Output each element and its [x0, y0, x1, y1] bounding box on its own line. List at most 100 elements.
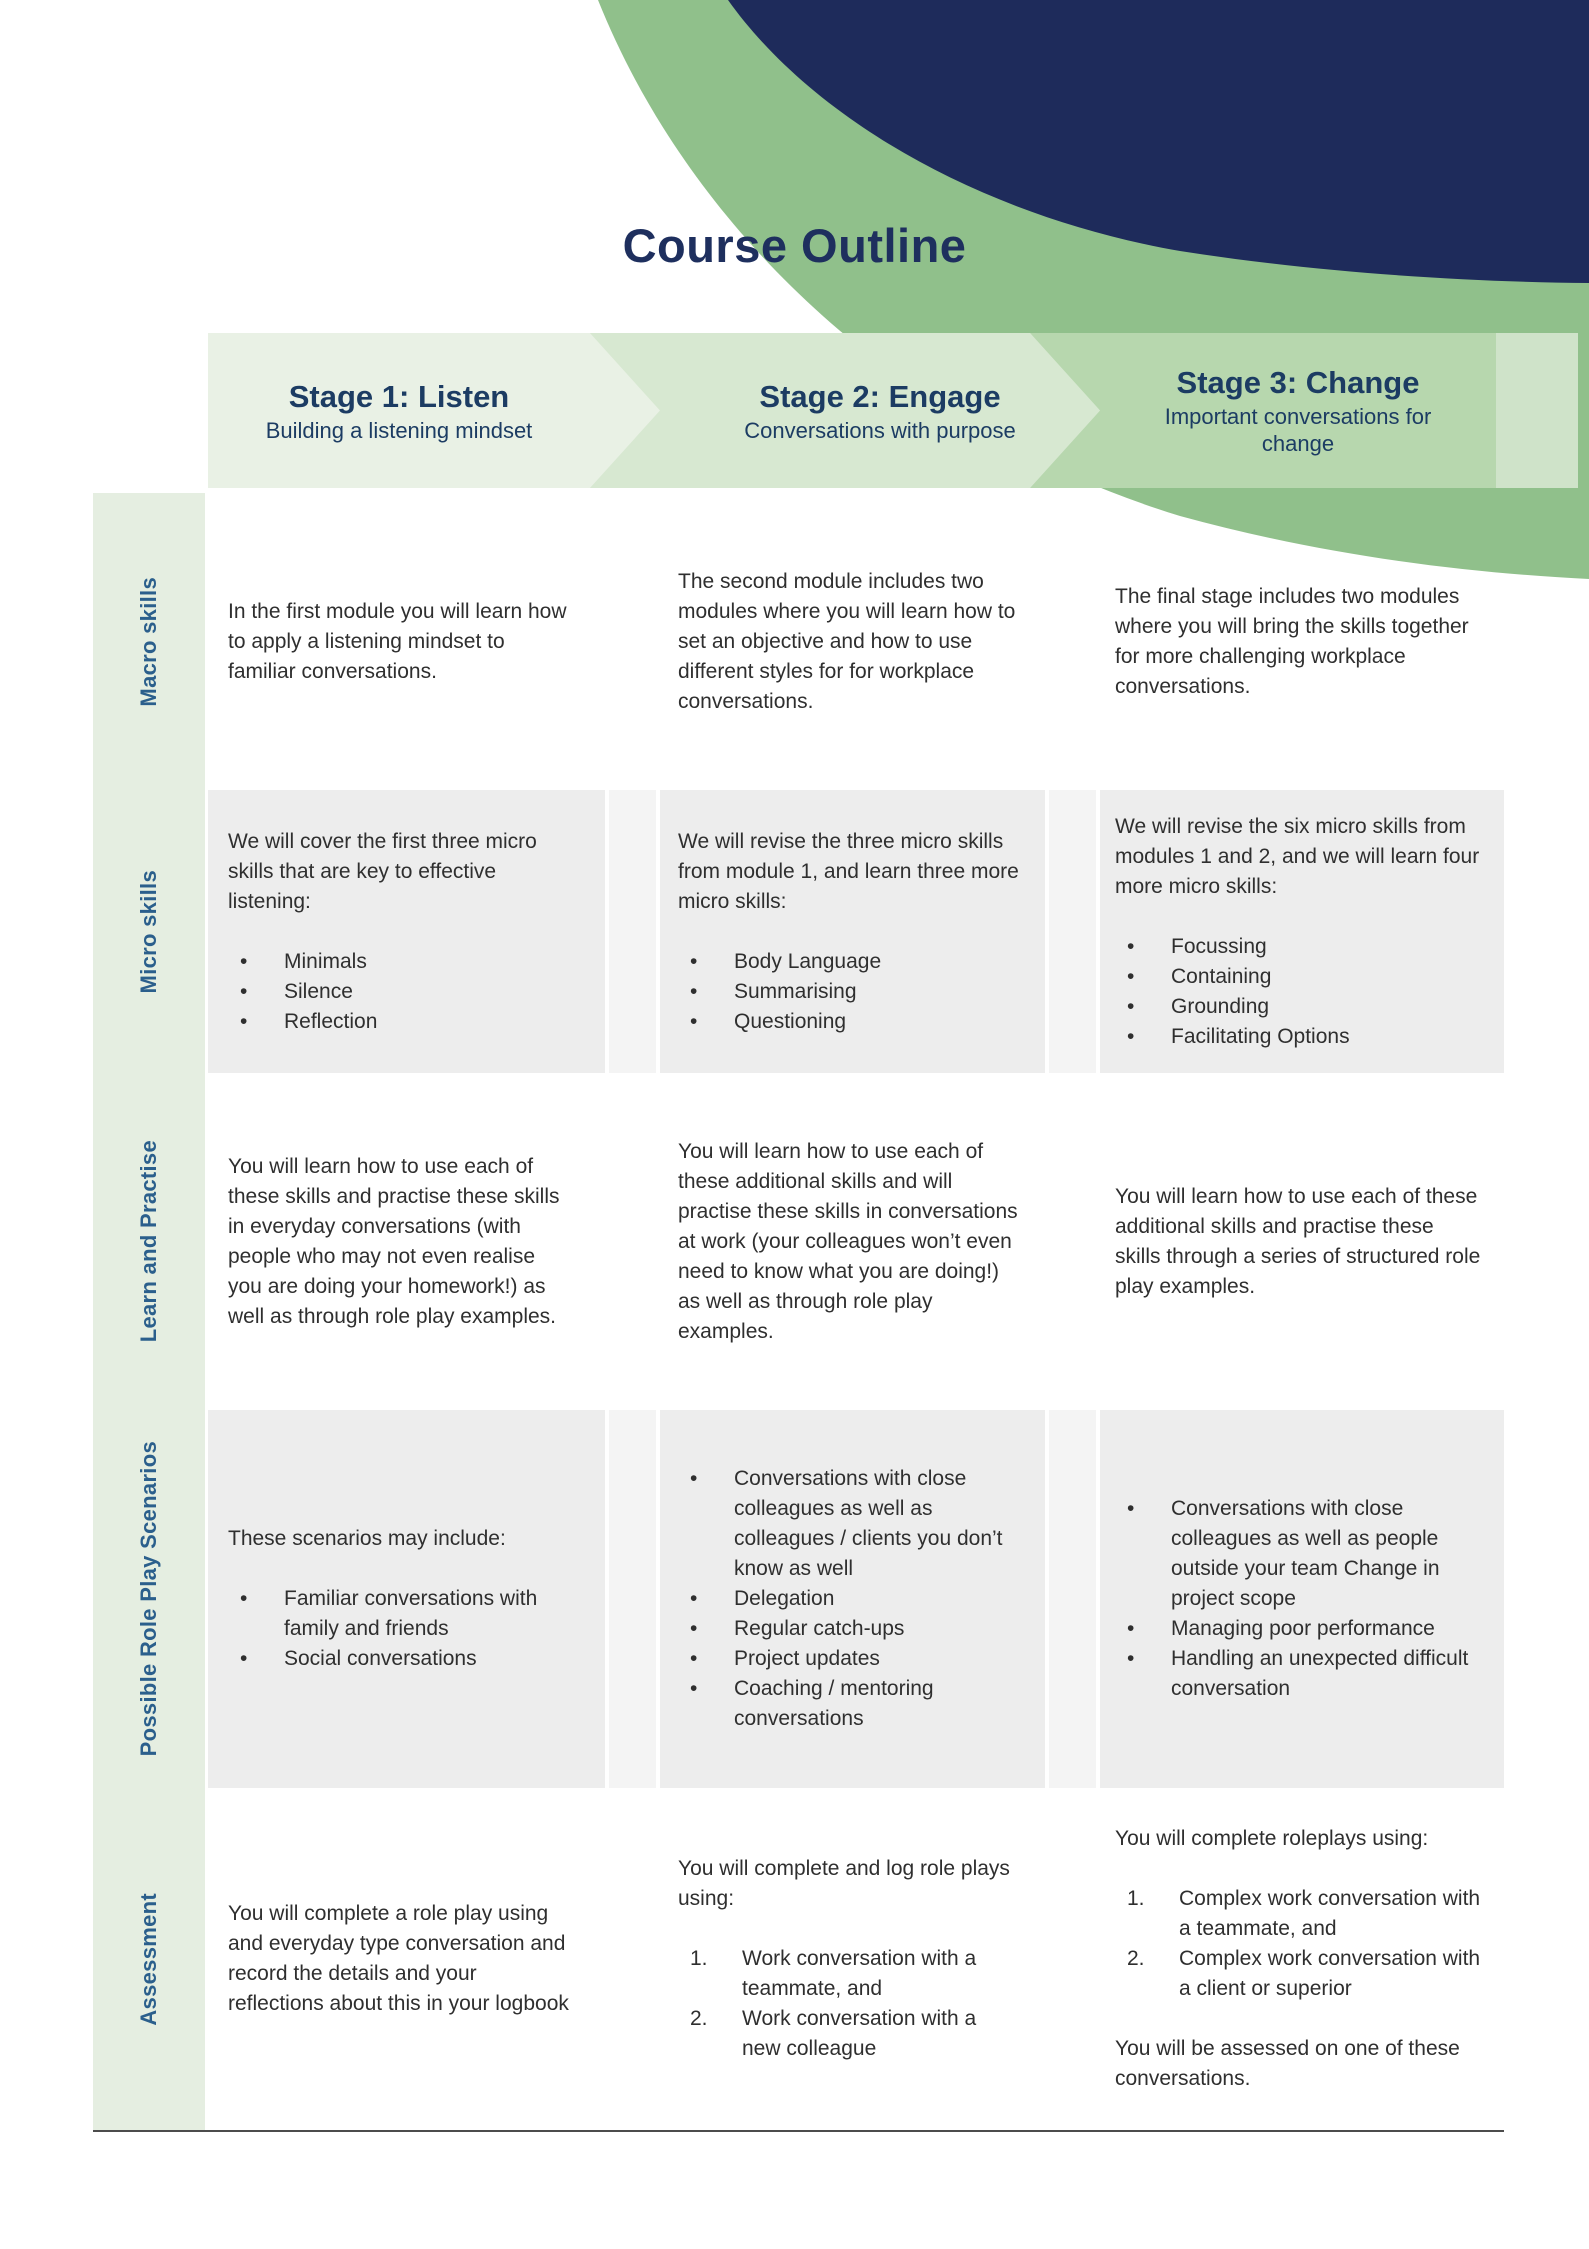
bullet-dot: • [690, 1677, 698, 1700]
item-number: 2. [690, 2007, 708, 2030]
bullet-item: • Body Language [690, 947, 1019, 977]
bullet-dot: • [240, 1647, 248, 1670]
row-label-cell: Macro skills [93, 493, 208, 790]
numbered-item: 2.Work conversation with a new colleague [690, 2004, 1019, 2064]
bullet-text: Reflection [284, 1009, 378, 1033]
table-row: Micro skills We will cover the first thre… [93, 790, 1504, 1073]
cell-paragraph: We will cover the first three micro skil… [228, 829, 537, 913]
stage-1-header: Stage 1: Listen Building a listening min… [208, 333, 660, 488]
column-gutter [605, 1788, 660, 2130]
stage-1-subtitle: Building a listening mindset [265, 417, 533, 443]
cell-content: We will cover the first three micro skil… [208, 809, 605, 1055]
bullet-dot: • [240, 1587, 248, 1610]
table-cell: You will complete roleplays using:1.Comp… [1100, 1788, 1504, 2130]
bullet-text: Project updates [734, 1647, 880, 1670]
row-label: Macro skills [136, 576, 161, 707]
column-gutter [605, 1073, 660, 1410]
numbered-item: 2.Complex work conversation with a clien… [1127, 1944, 1484, 2004]
bullet-item: •Questioning [690, 1007, 1019, 1037]
table-cell: • Conversations with close colleagues as … [1100, 1410, 1504, 1788]
page-title: Course Outline [622, 219, 967, 272]
table-cell: You will learn how to use each of these … [1100, 1073, 1504, 1410]
bullet-item: • Conversations with close colleagues as … [1127, 1494, 1484, 1614]
bullet-item: •Summarising [690, 977, 1019, 1007]
stage-2-subtitle: Conversations with purpose [744, 417, 1016, 443]
bullet-dot: • [1127, 1647, 1135, 1670]
stage-2-title: Stage 2: Engage [759, 378, 1001, 414]
cell-paragraph: You will complete and log role plays usi… [678, 1857, 1010, 1910]
bullet-text: Body Language [734, 949, 882, 973]
column-gutter [605, 790, 660, 1073]
bullet-text: Regular catch-ups [734, 1617, 905, 1640]
bullet-text: Conversations with close colleagues as w… [1171, 1497, 1440, 1610]
table-row: Macro skills In the first module you will… [93, 493, 1504, 790]
bullet-list: • Body Language •Summarising•Questioning [678, 947, 1019, 1037]
table-cell: The final stage includes two modules whe… [1100, 493, 1504, 790]
cell-content: We will revise the six micro skills from… [1100, 794, 1504, 1070]
bullet-list: • Conversations with close colleagues as … [1115, 1494, 1484, 1704]
stage-header-band: Stage 3: Change Important conversations … [208, 333, 1578, 488]
cell-content: These scenarios may include:•Familiar co… [208, 1506, 605, 1692]
cell-content: • Conversations with close colleagues as … [1100, 1476, 1504, 1722]
bullet-text: Silence [284, 979, 353, 1003]
row-label: Learn and Practise [136, 1140, 161, 1343]
bullet-item: • Reflection [240, 1007, 571, 1037]
bullet-dot: • [240, 1009, 248, 1033]
cell-content: We will revise the three micro skills fr… [660, 809, 1045, 1055]
bullet-text: Coaching / mentoring conversations [734, 1677, 934, 1730]
cell-paragraph: You will learn how to use each of these … [678, 1139, 1018, 1343]
bullet-item: •Social conversations [240, 1644, 571, 1674]
table-cell: •Conversations with close colleagues as … [660, 1410, 1045, 1788]
cell-content: •Conversations with close colleagues as … [660, 1446, 1045, 1752]
column-gutter [605, 493, 660, 790]
numbered-text: Complex work conversation with a client … [1179, 1947, 1481, 2000]
cell-content: In the first module you will learn how t… [208, 579, 605, 705]
row-label-cell: Micro skills [93, 790, 208, 1073]
bullet-item: •Delegation [690, 1584, 1019, 1614]
bullet-list: •Familiar conversations with family and … [228, 1584, 571, 1674]
bullet-item: •Familiar conversations with family and … [240, 1584, 571, 1644]
course-table: Macro skills In the first module you will… [93, 493, 1504, 2130]
bullet-dot: • [1127, 1024, 1135, 1048]
bullet-item: •Conversations with close colleagues as … [690, 1464, 1019, 1584]
table-cell: You will learn how to use each of these … [208, 1073, 605, 1410]
bullet-item: • Coaching / mentoring conversations [690, 1674, 1019, 1734]
bullet-dot: • [690, 949, 698, 973]
column-gutter [605, 1410, 660, 1788]
numbered-list: 1.Work conversation with a teammate, and… [678, 1944, 1019, 2064]
item-number: 1. [1127, 1887, 1145, 1910]
row-label-cell: Learn and Practise [93, 1073, 208, 1410]
bullet-text: Minimals [284, 949, 367, 973]
cell-content: You will complete roleplays using:1.Comp… [1100, 1806, 1504, 2112]
table-cell: In the first module you will learn how t… [208, 493, 605, 790]
numbered-text: Work conversation with a teammate, and [742, 1947, 977, 2000]
row-label: Micro skills [136, 869, 161, 994]
cell-paragraph: We will revise the six micro skills from… [1115, 814, 1480, 898]
table-cell: We will revise the six micro skills from… [1100, 790, 1504, 1073]
cell-paragraph: You will learn how to use each of these … [1115, 1184, 1481, 1298]
bullet-item: •Minimals [240, 947, 571, 977]
table-row: Learn and Practise You will learn how to … [93, 1073, 1504, 1410]
row-label: Possible Role Play Scenarios [136, 1441, 161, 1757]
table-cell: You will complete and log role plays usi… [660, 1788, 1045, 2130]
bullet-list: •Conversations with close colleagues as … [678, 1464, 1019, 1734]
table-cell: You will learn how to use each of these … [660, 1073, 1045, 1410]
bullet-dot: • [1127, 1497, 1135, 1520]
bullet-item: •Regular catch-ups [690, 1614, 1019, 1644]
numbered-item: 1.Work conversation with a teammate, and [690, 1944, 1019, 2004]
bullet-dot: • [1127, 1617, 1135, 1640]
table-cell: These scenarios may include:•Familiar co… [208, 1410, 605, 1788]
bullet-dot: • [690, 1009, 698, 1033]
stage-2-header: Stage 2: Engage Conversations with purpo… [590, 333, 1100, 488]
numbered-item: 1.Complex work conversation with a teamm… [1127, 1884, 1484, 1944]
bullet-item: •Project updates [690, 1644, 1019, 1674]
bullet-list: •Minimals • Silence • Reflection [228, 947, 571, 1037]
cell-content: The second module includes two modules w… [660, 549, 1045, 735]
cell-paragraph: You will learn how to use each of these … [228, 1154, 560, 1328]
bullet-dot: • [1127, 964, 1135, 988]
cell-paragraph: You will complete a role play using and … [228, 1902, 569, 2015]
cell-content: You will complete and log role plays usi… [660, 1836, 1045, 2082]
bullet-text: Focussing [1171, 934, 1267, 958]
